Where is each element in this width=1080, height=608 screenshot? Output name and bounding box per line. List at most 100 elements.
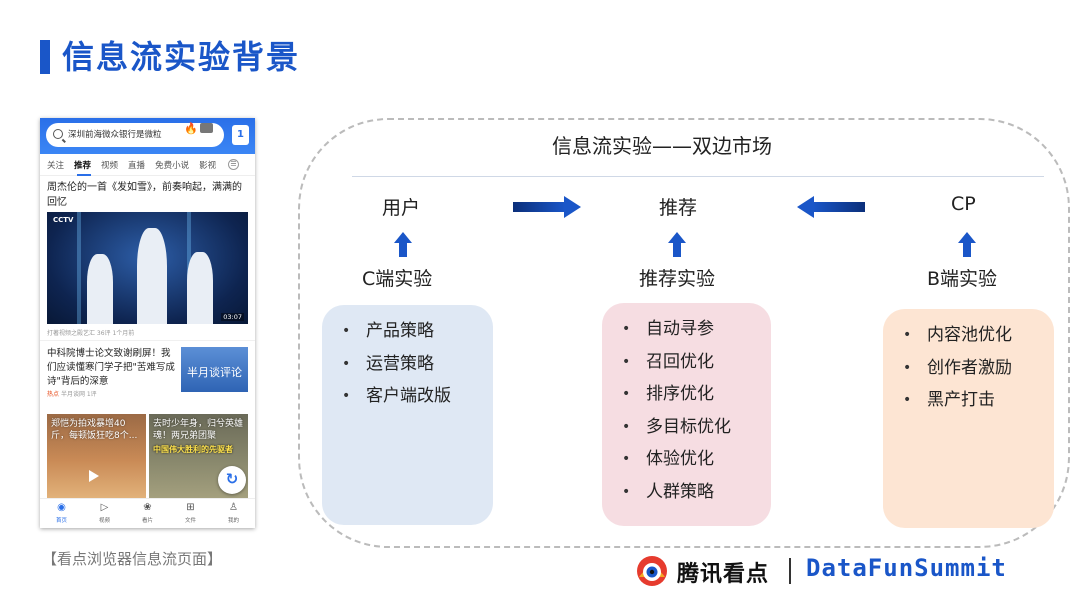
arrow-head: [958, 232, 976, 243]
kandian-eye-logo-icon: [637, 556, 667, 586]
phone-search-header: 深圳前海微众银行是微粒 🔥 1: [40, 118, 255, 154]
brand-name-en: DataFunSummit: [806, 554, 1007, 582]
phone-channel-tabs: 关注 推荐 视频 直播 免费小说 影视 ☰: [40, 154, 255, 176]
nav-label: 首页: [55, 518, 67, 524]
news-thumbnail-text: 半月谈评论: [187, 366, 242, 379]
phone-search-input[interactable]: 深圳前海微众银行是微粒: [46, 123, 224, 147]
list-item: 排序优化: [620, 378, 771, 411]
news-item-title[interactable]: 周杰伦的一首《发如雪》，前奏响起，满满的回忆: [47, 182, 242, 208]
tab-recommend[interactable]: 推荐: [74, 160, 92, 176]
video-duration: 03:07: [221, 313, 244, 321]
arrow-stem: [963, 242, 971, 257]
stage-light: [77, 212, 81, 324]
nav-item-video[interactable]: ▷ 视频: [90, 499, 120, 528]
nav-item-home[interactable]: ◉ 首页: [47, 499, 77, 528]
list-item: 内容池优化: [901, 319, 1054, 352]
logo-divider: [789, 558, 791, 584]
c-side-experiment-label: C端实验: [362, 268, 433, 290]
node-cp: CP: [951, 193, 976, 215]
arrow-head: [797, 196, 814, 218]
tab-count-badge[interactable]: 1: [232, 125, 249, 145]
phone-screenshot: 深圳前海微众银行是微粒 🔥 1 关注 推荐 视频 直播 免费小说 影视 ☰ 周杰…: [40, 118, 255, 528]
arrow-head: [564, 196, 581, 218]
up-arrow-icon: [394, 232, 412, 258]
list-item: 体验优化: [620, 443, 771, 476]
list-item: 产品策略: [340, 315, 493, 348]
arrow-head: [668, 232, 686, 243]
up-arrow-icon: [668, 232, 686, 258]
performer-figure: [187, 252, 213, 324]
tab-movies[interactable]: 影视: [199, 160, 217, 171]
menu-icon[interactable]: ☰: [228, 159, 239, 170]
arrow-head: [394, 232, 412, 243]
nav-item-files[interactable]: ⊞ 文件: [176, 499, 206, 528]
list-item: 多目标优化: [620, 411, 771, 444]
performer-figure: [137, 228, 167, 324]
left-arrow-icon: [797, 196, 865, 218]
diagram-title: 信息流实验——双边市场: [552, 134, 772, 158]
news-item[interactable]: 中科院博士论文致谢刷屏！我们应读懂寒门学子把"苦难写成诗"背后的深意 半月谈评论…: [40, 340, 255, 400]
b-side-experiment-label: B端实验: [927, 268, 998, 290]
play-icon: [89, 470, 99, 482]
diagram-divider: [352, 176, 1044, 177]
video-card-title: 郑恺为拍戏暴增40斤，每顿饭狂吃8个...: [51, 419, 138, 441]
rec-strategy-box: 自动寻参 召回优化 排序优化 多目标优化 体验优化 人群策略: [602, 303, 771, 526]
file-icon: ⊞: [186, 502, 195, 513]
nav-label: 视频: [98, 518, 110, 524]
video-card[interactable]: 郑恺为拍戏暴增40斤，每顿饭狂吃8个...: [47, 414, 146, 498]
list-item: 运营策略: [340, 348, 493, 381]
brand-name-cn: 腾讯看点: [677, 562, 770, 587]
rec-experiment-label: 推荐实验: [639, 268, 716, 290]
flame-icon: 🔥: [184, 122, 198, 135]
news-item-meta: 打著视频之殿艺汇 36评 1个月前: [47, 330, 135, 337]
arrow-body: [513, 202, 565, 212]
user-icon: ♙: [229, 502, 238, 513]
page-title: 信息流实验背景: [62, 38, 301, 76]
nav-item-profile[interactable]: ♙ 我的: [219, 499, 249, 528]
channel-logo: CCTV: [53, 216, 74, 224]
camera-icon[interactable]: [200, 123, 213, 133]
node-recommend: 推荐: [659, 197, 698, 219]
nav-label: 看片: [141, 518, 153, 524]
home-icon: ◉: [57, 502, 66, 513]
play-icon: ▷: [100, 502, 109, 513]
title-accent-bar: [40, 40, 50, 74]
nav-item-film[interactable]: ❀ 看片: [133, 499, 163, 528]
nav-label: 文件: [184, 518, 196, 524]
search-icon: [53, 129, 63, 139]
c-side-strategy-box: 产品策略 运营策略 客户端改版: [322, 305, 493, 525]
news-item-title: 中科院博士论文致谢刷屏！我们应读懂寒门学子把"苦难写成诗"背后的深意: [47, 348, 175, 387]
right-arrow-icon: [513, 196, 581, 218]
diagram-frame: [298, 118, 1070, 548]
news-thumbnail: 半月谈评论: [181, 347, 248, 392]
arrow-stem: [399, 242, 407, 257]
list-item: 召回优化: [620, 346, 771, 379]
tab-video[interactable]: 视频: [101, 160, 119, 171]
performer-figure: [87, 254, 113, 324]
refresh-icon[interactable]: ↻: [218, 466, 246, 494]
video-cards: 郑恺为拍戏暴增40斤，每顿饭狂吃8个... 去时少年身，归兮英雄魂！两兄弟团聚 …: [47, 414, 248, 498]
film-icon: ❀: [143, 502, 152, 513]
news-item-meta: 热点 半月谈网 1评: [47, 389, 97, 398]
tab-live[interactable]: 直播: [128, 160, 146, 171]
list-item: 创作者激励: [901, 352, 1054, 385]
phone-bottom-nav: ◉ 首页 ▷ 视频 ❀ 看片 ⊞ 文件 ♙ 我的: [40, 498, 255, 528]
hot-badge: 热点: [47, 391, 60, 398]
arrow-body: [813, 202, 865, 212]
list-item: 黑产打击: [901, 384, 1054, 417]
tab-follow[interactable]: 关注: [47, 160, 65, 171]
video-card-title: 去时少年身，归兮英雄魂！两兄弟团聚: [153, 419, 244, 441]
arrow-stem: [673, 242, 681, 257]
list-item: 客户端改版: [340, 380, 493, 413]
up-arrow-icon: [958, 232, 976, 258]
news-source: 半月谈网 1评: [60, 391, 97, 398]
list-item: 人群策略: [620, 476, 771, 509]
phone-caption: 【看点浏览器信息流页面】: [42, 550, 223, 568]
phone-search-text: 深圳前海微众银行是微粒: [68, 130, 162, 140]
node-user: 用户: [382, 197, 421, 219]
nav-label: 我的: [227, 518, 239, 524]
b-side-strategy-box: 内容池优化 创作者激励 黑产打击: [883, 309, 1054, 528]
video-card-subtitle: 中国伟大胜利的先驱者: [153, 445, 233, 454]
video-thumbnail[interactable]: CCTV 03:07: [47, 212, 248, 324]
tab-free-novel[interactable]: 免费小说: [155, 160, 190, 171]
